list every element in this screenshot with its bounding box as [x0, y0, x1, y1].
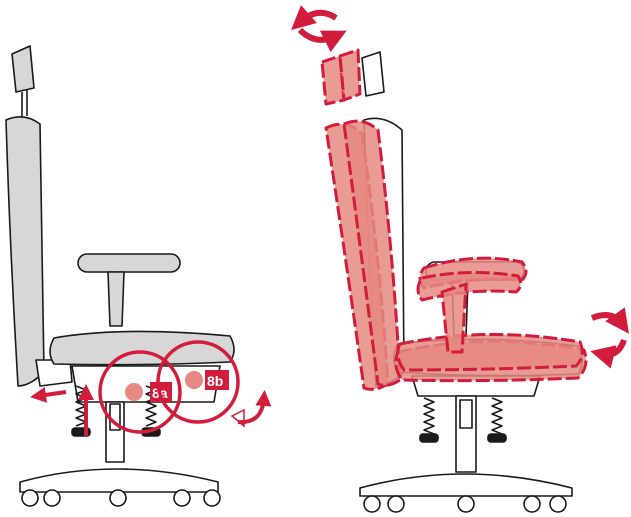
headrest — [12, 46, 34, 92]
seat-tilt-2 — [398, 334, 583, 370]
caster — [110, 490, 126, 506]
rotate-cw-arrow-right — [592, 315, 624, 355]
backrest — [6, 117, 44, 386]
back-depth-arrow — [38, 392, 66, 396]
caster — [388, 496, 404, 512]
caster — [458, 496, 474, 512]
caster — [204, 490, 220, 506]
rotate-cw-icon — [232, 398, 264, 426]
rotate-ccw-icon — [300, 13, 336, 40]
caster — [364, 496, 380, 512]
armrest-stem — [108, 272, 124, 326]
recline-overlay — [322, 50, 586, 389]
caster — [174, 490, 190, 506]
spring-right — [488, 398, 506, 442]
chair-base — [20, 469, 218, 492]
caster — [550, 496, 566, 512]
callout-label-8b: 8b — [207, 373, 223, 389]
caster — [524, 496, 540, 512]
armrest-tilt-2 — [418, 272, 521, 300]
seat-cushion — [50, 331, 234, 364]
spring-left — [420, 398, 438, 442]
caster — [22, 490, 38, 506]
caster — [44, 490, 60, 506]
headrest — [362, 52, 384, 96]
right-casters — [364, 496, 566, 512]
armrest-pad — [78, 254, 180, 272]
armrest-stem-tilt — [442, 284, 466, 352]
chair-base — [360, 474, 572, 496]
